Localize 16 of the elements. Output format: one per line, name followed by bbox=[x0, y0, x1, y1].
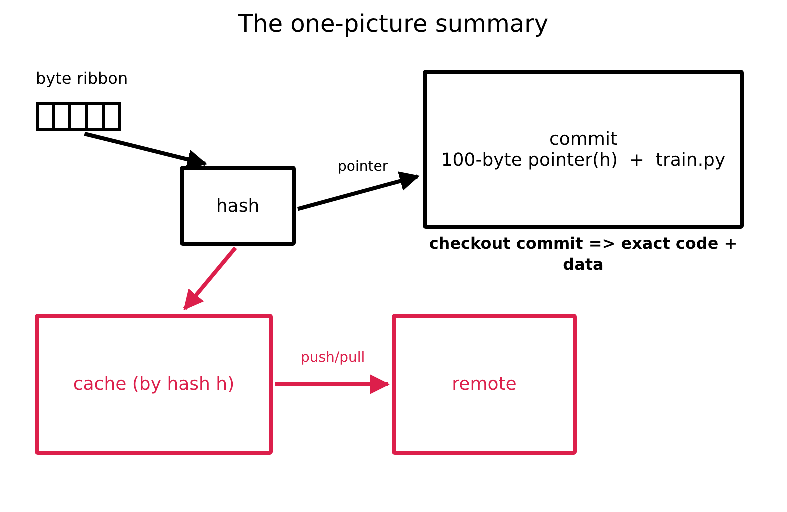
process-box bbox=[35, 314, 273, 455]
ribbon-label: byte ribbon bbox=[36, 68, 128, 89]
box-text: cache (by hash h) bbox=[73, 374, 235, 395]
diagram-title: The one-picture summary bbox=[237, 10, 550, 38]
arrow bbox=[183, 246, 238, 311]
process-box bbox=[180, 166, 296, 246]
process-box bbox=[423, 70, 744, 229]
arrow bbox=[275, 374, 390, 394]
arrow bbox=[297, 172, 420, 212]
edge-label: pointer bbox=[336, 159, 390, 175]
box-text: remote bbox=[452, 374, 517, 395]
process-box bbox=[392, 314, 577, 455]
note-text: checkout commit => exact code + data bbox=[428, 233, 739, 275]
box-text: 100-byte pointer(h) + train.py bbox=[441, 150, 726, 170]
box-text: commit bbox=[549, 128, 618, 150]
box-text: hash bbox=[216, 196, 260, 216]
